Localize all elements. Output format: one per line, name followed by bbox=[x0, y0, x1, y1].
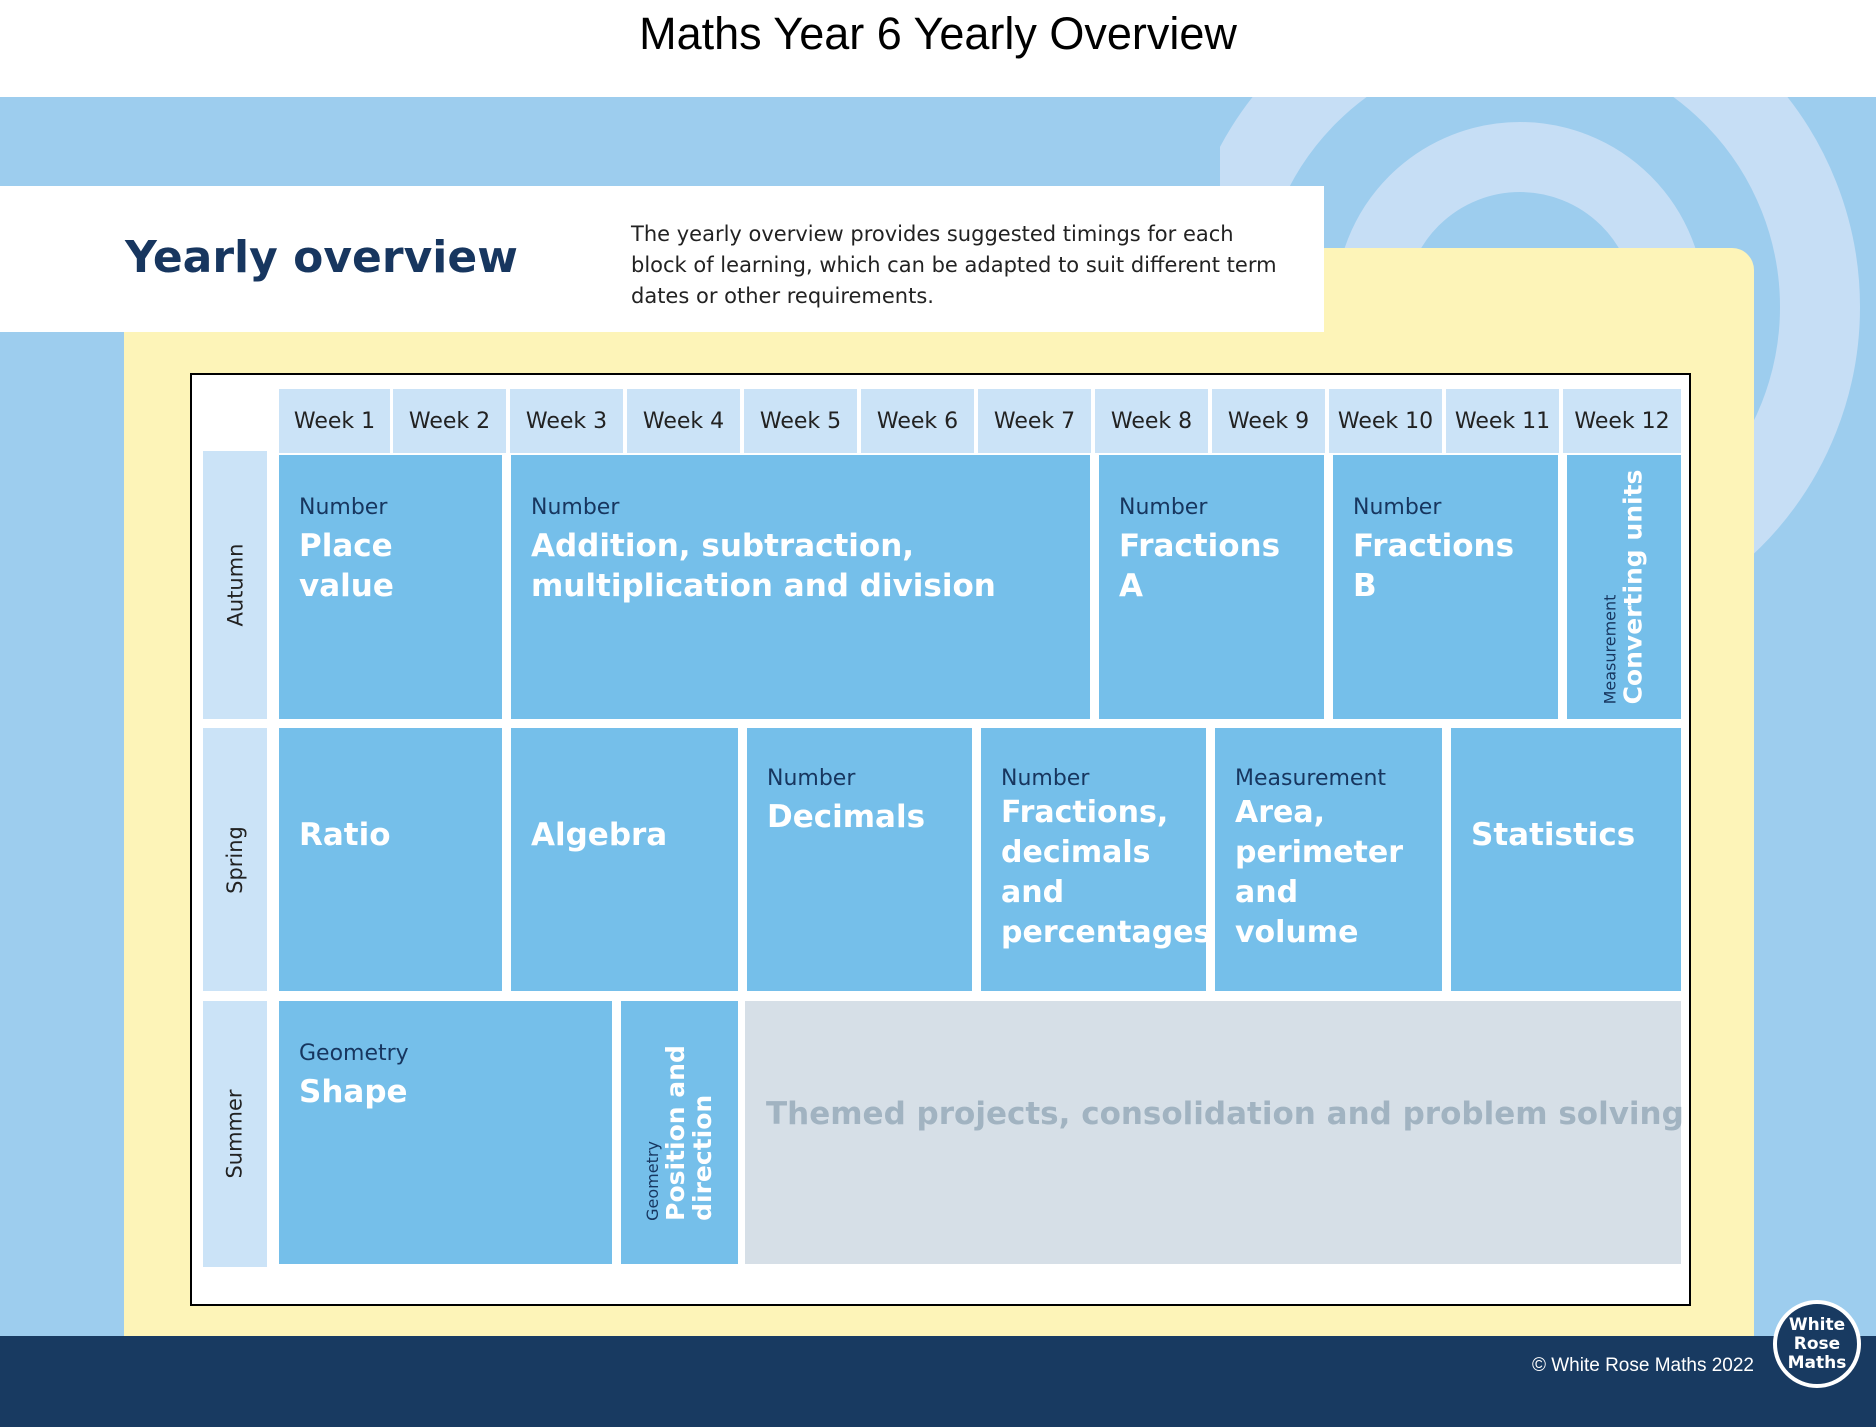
block-category: Geometry bbox=[299, 1041, 409, 1066]
week-header: Week 11 bbox=[1446, 389, 1559, 453]
block-place-value: Number Place value bbox=[279, 455, 502, 719]
term-label-text: Autumn bbox=[223, 543, 247, 627]
block-title: Algebra bbox=[531, 816, 668, 853]
header-card bbox=[0, 186, 1324, 332]
week-header: Week 6 bbox=[861, 389, 974, 453]
logo-line: Maths bbox=[1787, 1352, 1847, 1373]
block-title-line2: direction bbox=[687, 1094, 717, 1221]
block-category: Measurement bbox=[1235, 766, 1387, 791]
week-header: Week 2 bbox=[393, 389, 506, 453]
overview-description: The yearly overview provides suggested t… bbox=[631, 222, 1277, 308]
block-category: Measurement bbox=[1600, 594, 1620, 705]
white-rose-maths-logo: White Rose Maths bbox=[1773, 1300, 1861, 1388]
copyright-text: © White Rose Maths 2022 bbox=[1531, 1355, 1754, 1376]
block-title: Fractions, decimals and percentages bbox=[1001, 795, 1206, 950]
block-title: Converting units bbox=[1618, 469, 1648, 705]
block-title: Ratio bbox=[299, 816, 391, 853]
term-label-text: Spring bbox=[223, 825, 247, 894]
term-label-summer: Summer bbox=[203, 1001, 267, 1267]
week-header: Week 12 bbox=[1563, 389, 1681, 453]
week-header: Week 8 bbox=[1095, 389, 1208, 453]
page-title: Maths Year 6 Yearly Overview bbox=[639, 8, 1237, 59]
block-title: Area, perimeter and volume bbox=[1235, 795, 1403, 950]
block-ratio: Ratio bbox=[279, 728, 502, 991]
block-decimals: Number Decimals bbox=[747, 728, 972, 991]
block-title: Place value bbox=[299, 528, 394, 604]
block-title: Addition, subtraction, multiplication an… bbox=[531, 528, 996, 604]
week-header: Week 7 bbox=[978, 389, 1091, 453]
block-category: Number bbox=[767, 766, 856, 791]
block-area-perimeter-volume: Measurement Area, perimeter and volume bbox=[1215, 728, 1442, 991]
block-title: Fractions B bbox=[1353, 528, 1515, 604]
week-header: Week 4 bbox=[627, 389, 740, 453]
week-header: Week 5 bbox=[744, 389, 857, 453]
block-category: Number bbox=[1001, 766, 1090, 791]
block-themed-projects: Themed projects, consolidation and probl… bbox=[745, 1001, 1684, 1264]
block-position-direction: Geometry Position and direction bbox=[621, 1001, 738, 1264]
block-addition-subtraction: Number Addition, subtraction, multiplica… bbox=[511, 455, 1090, 719]
block-title: Shape bbox=[299, 1074, 408, 1110]
block-category: Geometry bbox=[642, 1140, 662, 1221]
week-header: Week 1 bbox=[279, 389, 390, 453]
logo-line: Rose bbox=[1793, 1333, 1841, 1354]
block-statistics: Statistics bbox=[1451, 728, 1681, 991]
block-category: Number bbox=[1119, 495, 1208, 520]
block-category: Number bbox=[299, 495, 388, 520]
week-header: Week 9 bbox=[1212, 389, 1325, 453]
block-title: Fractions A bbox=[1119, 528, 1281, 604]
week-header: Week 10 bbox=[1329, 389, 1442, 453]
term-label-autumn: Autumn bbox=[203, 451, 267, 719]
block-converting-units: Measurement Converting units bbox=[1567, 455, 1681, 719]
block-fractions-a: Number Fractions A bbox=[1099, 455, 1324, 719]
block-category: Number bbox=[1353, 495, 1442, 520]
footer-bar bbox=[0, 1336, 1876, 1427]
overview-heading: Yearly overview bbox=[125, 232, 518, 283]
term-label-spring: Spring bbox=[203, 728, 267, 991]
block-title: Decimals bbox=[767, 799, 926, 835]
week-header: Week 3 bbox=[510, 389, 623, 453]
term-label-text: Summer bbox=[223, 1089, 248, 1179]
block-title-line1: Position and bbox=[660, 1044, 690, 1221]
logo-line: White bbox=[1788, 1314, 1846, 1335]
block-title: Themed projects, consolidation and probl… bbox=[766, 1095, 1684, 1132]
block-algebra: Algebra bbox=[511, 728, 738, 991]
block-shape: Geometry Shape bbox=[279, 1001, 612, 1264]
block-category: Number bbox=[531, 495, 620, 520]
block-fractions-b: Number Fractions B bbox=[1333, 455, 1558, 719]
block-title: Statistics bbox=[1471, 816, 1636, 853]
block-fractions-decimals-percentages: Number Fractions, decimals and percentag… bbox=[981, 728, 1206, 991]
